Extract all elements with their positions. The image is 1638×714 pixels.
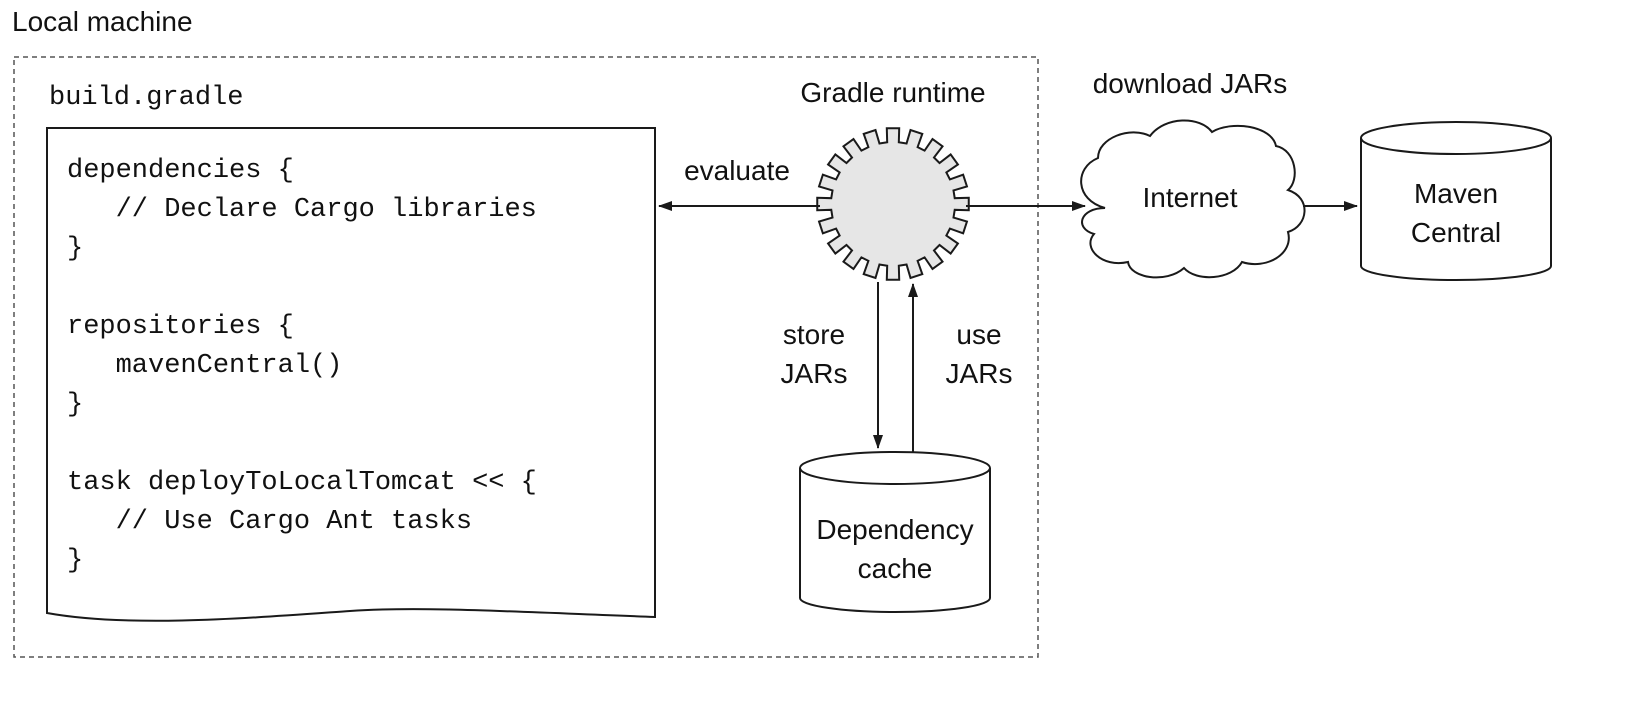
dependency-cache-cylinder: Dependency cache: [799, 451, 991, 613]
download-jars-label: download JARs: [1093, 68, 1288, 99]
dependency-cache-label-line1: Dependency: [816, 514, 973, 545]
cylinder-top: [799, 451, 991, 485]
maven-central-label-line1: Maven: [1414, 178, 1498, 209]
store-jars-label-line1: store: [783, 319, 845, 350]
dependency-cache-label-line2: cache: [858, 553, 933, 584]
code-block: dependencies { // Declare Cargo librarie…: [67, 156, 537, 576]
maven-central-label-line2: Central: [1411, 217, 1501, 248]
code-line: repositories {: [67, 312, 294, 342]
code-line: task deployToLocalTomcat << {: [67, 468, 537, 498]
code-line: }: [67, 390, 83, 420]
cylinder-icon: [1360, 138, 1552, 281]
internet-label: Internet: [1143, 182, 1238, 213]
cylinder-icon: [799, 468, 991, 613]
build-gradle-document: [46, 127, 656, 622]
code-line: // Declare Cargo libraries: [67, 195, 537, 225]
store-jars-label-line2: JARs: [781, 358, 848, 389]
code-line: mavenCentral(): [67, 351, 342, 381]
build-gradle-label: build.gradle: [49, 83, 243, 113]
evaluate-label: evaluate: [684, 155, 790, 186]
code-line: // Use Cargo Ant tasks: [67, 507, 472, 537]
gear-icon: [816, 127, 970, 281]
code-line: }: [67, 546, 83, 576]
local-machine-title: Local machine: [12, 6, 193, 37]
local-machine-boundary: [13, 56, 1039, 658]
maven-central-cylinder: Maven Central: [1360, 121, 1552, 281]
code-line: dependencies {: [67, 156, 294, 186]
use-jars-label-line1: use: [956, 319, 1001, 350]
cylinder-top: [1360, 121, 1552, 155]
code-line: }: [67, 234, 83, 264]
use-jars-label-line2: JARs: [946, 358, 1013, 389]
gradle-runtime-label: Gradle runtime: [800, 77, 985, 108]
